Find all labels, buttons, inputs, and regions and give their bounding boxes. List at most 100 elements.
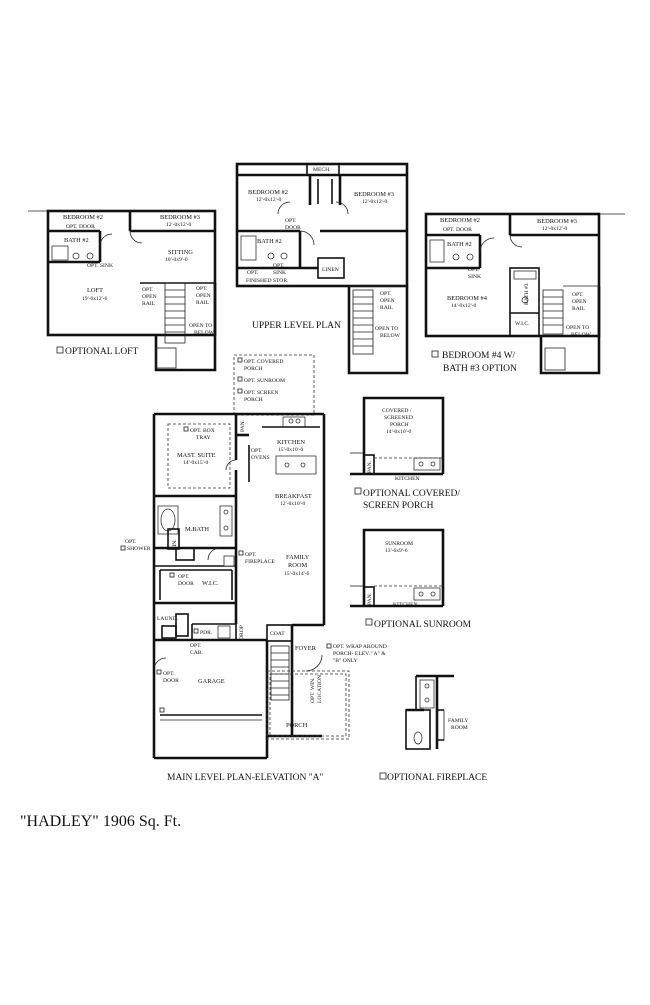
- fireplace-family: FAMILY: [448, 718, 468, 724]
- upper-finished-stor-label: FINISHED STOR.: [246, 278, 289, 284]
- linen-label: LIN.: [172, 539, 178, 550]
- upper-opt-door-b: DOOR: [285, 225, 301, 231]
- optional-loft-caption: OPTIONAL LOFT: [65, 347, 138, 357]
- opt-sunroom-checkbox: [237, 376, 243, 382]
- upper-open-to-label: OPEN TO: [375, 326, 398, 332]
- bed4-opt-rail-c: RAIL: [572, 306, 586, 312]
- covered-l2: SCREENED: [384, 415, 413, 421]
- opt-win-a: OPT. WIN.: [310, 677, 316, 703]
- opt-screen-checkbox: [237, 388, 243, 394]
- bed4-opt-sink-a: OPT.: [468, 267, 480, 273]
- opt-fireplace-a: OPT.: [245, 552, 257, 558]
- opt-cab-b: CAB.: [190, 650, 204, 656]
- upper-below-label: BELOW: [380, 333, 401, 339]
- pdr-label: PDR.: [200, 630, 213, 636]
- opt-screen-porch-label: PORCH: [244, 397, 263, 403]
- upper-bedroom3-dim: 12'-0x12'-0: [362, 199, 388, 205]
- bed4-bedroom2-label: BEDROOM #2: [440, 217, 480, 224]
- upper-opt-fs-label: OPT.: [247, 270, 259, 276]
- bedroom4-option-plan: BEDROOM #2 OPT. DOOR BEDROOM #3 12'-0x12…: [424, 212, 625, 375]
- loft-loft-label: LOFT: [87, 287, 103, 294]
- opt-garage-door-a: OPT.: [163, 671, 175, 677]
- main-level-plan: OPT. COVERED PORCH OPT. SUNROOM OPT. SCR…: [120, 354, 387, 783]
- loft-open-to-label: OPEN TO: [189, 323, 212, 329]
- sunroom-name: SUNROOM: [385, 541, 413, 547]
- upper-bedroom2-label: BEDROOM #2: [248, 189, 288, 196]
- porch-label: PORCH: [286, 722, 308, 729]
- loft-opt-rail-2c: RAIL: [196, 300, 210, 306]
- loft-loft-dim: 19'-6x12'-6: [82, 296, 108, 302]
- drop-label: DROP: [239, 625, 245, 640]
- family-dim: 15'-0x14'-6: [284, 571, 310, 577]
- loft-opt-rail-1c: RAIL: [142, 301, 156, 307]
- opt-win-b: LOCATION: [317, 675, 323, 703]
- opt-box-tray-checkbox: [183, 426, 189, 432]
- upper-bath2-label: BATH #2: [257, 238, 282, 245]
- upper-opt-rail-c: RAIL: [380, 305, 394, 311]
- loft-opt-door-label: OPT. DOOR: [66, 224, 95, 230]
- bed4-option-checkbox: [431, 350, 439, 358]
- family-room-label: ROOM: [288, 562, 307, 569]
- covered-porch-option-plan: COVERED / SCREENED PORCH 14'-0x10'-0 PAN…: [350, 396, 460, 511]
- coat-label: COAT: [270, 631, 285, 637]
- sunroom-pan: PAN.: [367, 592, 373, 605]
- opt-door-checkbox: [169, 572, 175, 578]
- bed4-caption-line1: BEDROOM #4 W/: [442, 351, 516, 361]
- loft-sitting-dim: 10'-0x9'-0: [165, 257, 188, 263]
- upper-mech-label: MECH.: [313, 167, 331, 173]
- opt-door-b: DOOR: [178, 581, 194, 587]
- bed4-wic-label: W.I.C.: [515, 321, 530, 327]
- breakfast-label: BREAKFAST: [275, 493, 312, 500]
- upper-level-caption: UPPER LEVEL PLAN: [252, 321, 341, 331]
- upper-bedroom3-label: BEDROOM #3: [354, 191, 394, 198]
- sunroom-caption: OPTIONAL SUNROOM: [374, 620, 472, 630]
- upper-opt-door-a: OPT.: [285, 218, 297, 224]
- covered-option-checkbox: [354, 487, 362, 495]
- loft-sitting-label: SITTING: [168, 249, 193, 256]
- upper-level-plan: MECH. BEDROOM #2 12'-0x12'-0 BEDROOM #3 …: [235, 162, 409, 375]
- laundry-label: LAUND.: [157, 616, 179, 622]
- plan-title: "HADLEY" 1906 Sq. Ft.: [20, 813, 181, 830]
- opt-covered-porch-label: PORCH: [244, 366, 263, 372]
- bed4-caption-line2: BATH #3 OPTION: [443, 364, 517, 374]
- bed4-bath3-label: BATH #3: [524, 283, 530, 305]
- bed4-bedroom4-dim: 14'-0x12'-0: [451, 303, 477, 309]
- wrap-porch-c: "B" ONLY: [333, 658, 358, 664]
- upper-linen-label: LINEN: [322, 267, 339, 273]
- upper-opt-sink-a: OPT.: [273, 263, 285, 269]
- upper-opt-rail-b: OPEN: [380, 298, 395, 304]
- sunroom-option-checkbox: [365, 618, 373, 626]
- sunroom-option-plan: SUNROOM 13'-6x9'-6 PAN. KITCHEN OPTIONAL…: [350, 528, 472, 630]
- opt-ovens-a: OPT.: [251, 448, 263, 454]
- loft-bedroom2-label: BEDROOM #2: [63, 214, 103, 221]
- opt-garage-door-checkbox: [156, 669, 162, 675]
- bed4-opt-rail-a: OPT.: [572, 292, 584, 298]
- main-level-caption: MAIN LEVEL PLAN-ELEVATION "A": [167, 773, 323, 783]
- covered-caption-line1: OPTIONAL COVERED/: [363, 489, 460, 499]
- breakfast-dim: 12'-0x10'-0: [280, 501, 306, 507]
- bed4-bedroom3-label: BEDROOM #3: [537, 218, 577, 225]
- opt-shower-checkbox: [120, 545, 126, 551]
- opt-fireplace-b: FIREPLACE: [245, 559, 275, 565]
- loft-bedroom3-label: BEDROOM #3: [160, 214, 200, 221]
- opt-door-a: OPT.: [178, 574, 190, 580]
- loft-bedroom3-dim: 12'-0x12'-0: [166, 222, 192, 228]
- opt-covered-checkbox: [237, 357, 243, 363]
- loft-below-label: BELOW: [194, 330, 215, 336]
- mast-suite-dim: 14'-0x15'-0: [183, 460, 209, 466]
- fireplace-option-checkbox: [379, 772, 387, 780]
- covered-kitchen: KITCHEN: [395, 476, 420, 482]
- opt-box-label: OPT. BOX: [190, 428, 215, 434]
- optional-loft-plan: BEDROOM #2 OPT. DOOR BEDROOM #3 12'-0x12…: [28, 209, 217, 372]
- fireplace-option-plan: FAMILY ROOM OPTIONAL FIREPLACE: [379, 674, 487, 783]
- pantry-label: PAN.: [240, 419, 246, 432]
- opt-shower-a: OPT.: [125, 539, 137, 545]
- bed4-open-to-label: OPEN TO: [566, 325, 589, 331]
- loft-opt-rail-2b: OPEN: [196, 293, 211, 299]
- foyer-label: FOYER: [295, 645, 317, 652]
- bed4-bedroom3-dim: 12'-0x12'-0: [542, 226, 568, 232]
- bed4-opt-door-label: OPT. DOOR: [443, 227, 472, 233]
- opt-screen-label: OPT. SCREEN: [244, 390, 278, 396]
- pdr-checkbox: [193, 628, 199, 634]
